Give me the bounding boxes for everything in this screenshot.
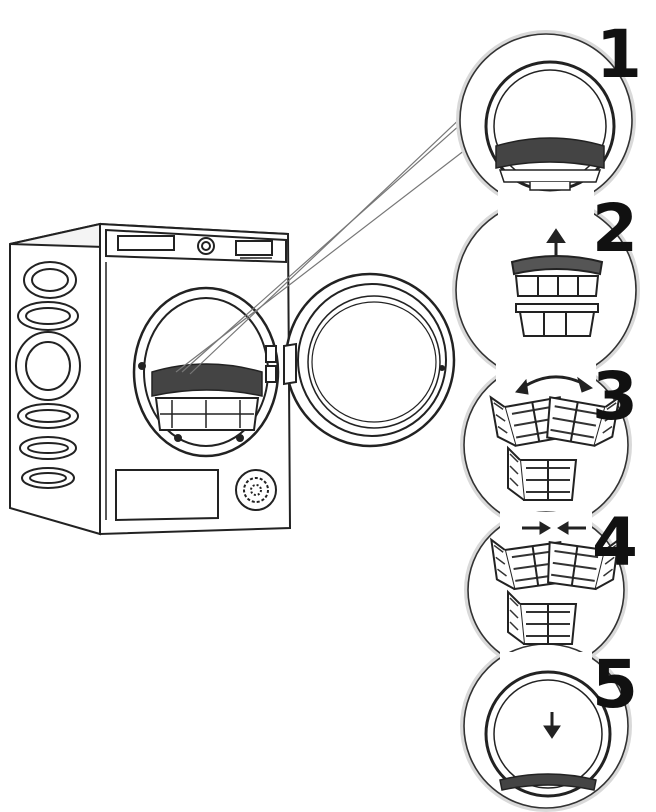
lint-filter-icon [512, 256, 602, 336]
step-number-1: 1 [596, 22, 642, 88]
step-number-5: 5 [592, 652, 638, 718]
step-number-3: 3 [592, 364, 638, 430]
open-door [284, 274, 454, 446]
step-1-illustration [486, 62, 614, 190]
step-number-4: 4 [592, 510, 638, 576]
step-number-2: 2 [592, 196, 638, 262]
dryer-illustration [10, 224, 290, 534]
